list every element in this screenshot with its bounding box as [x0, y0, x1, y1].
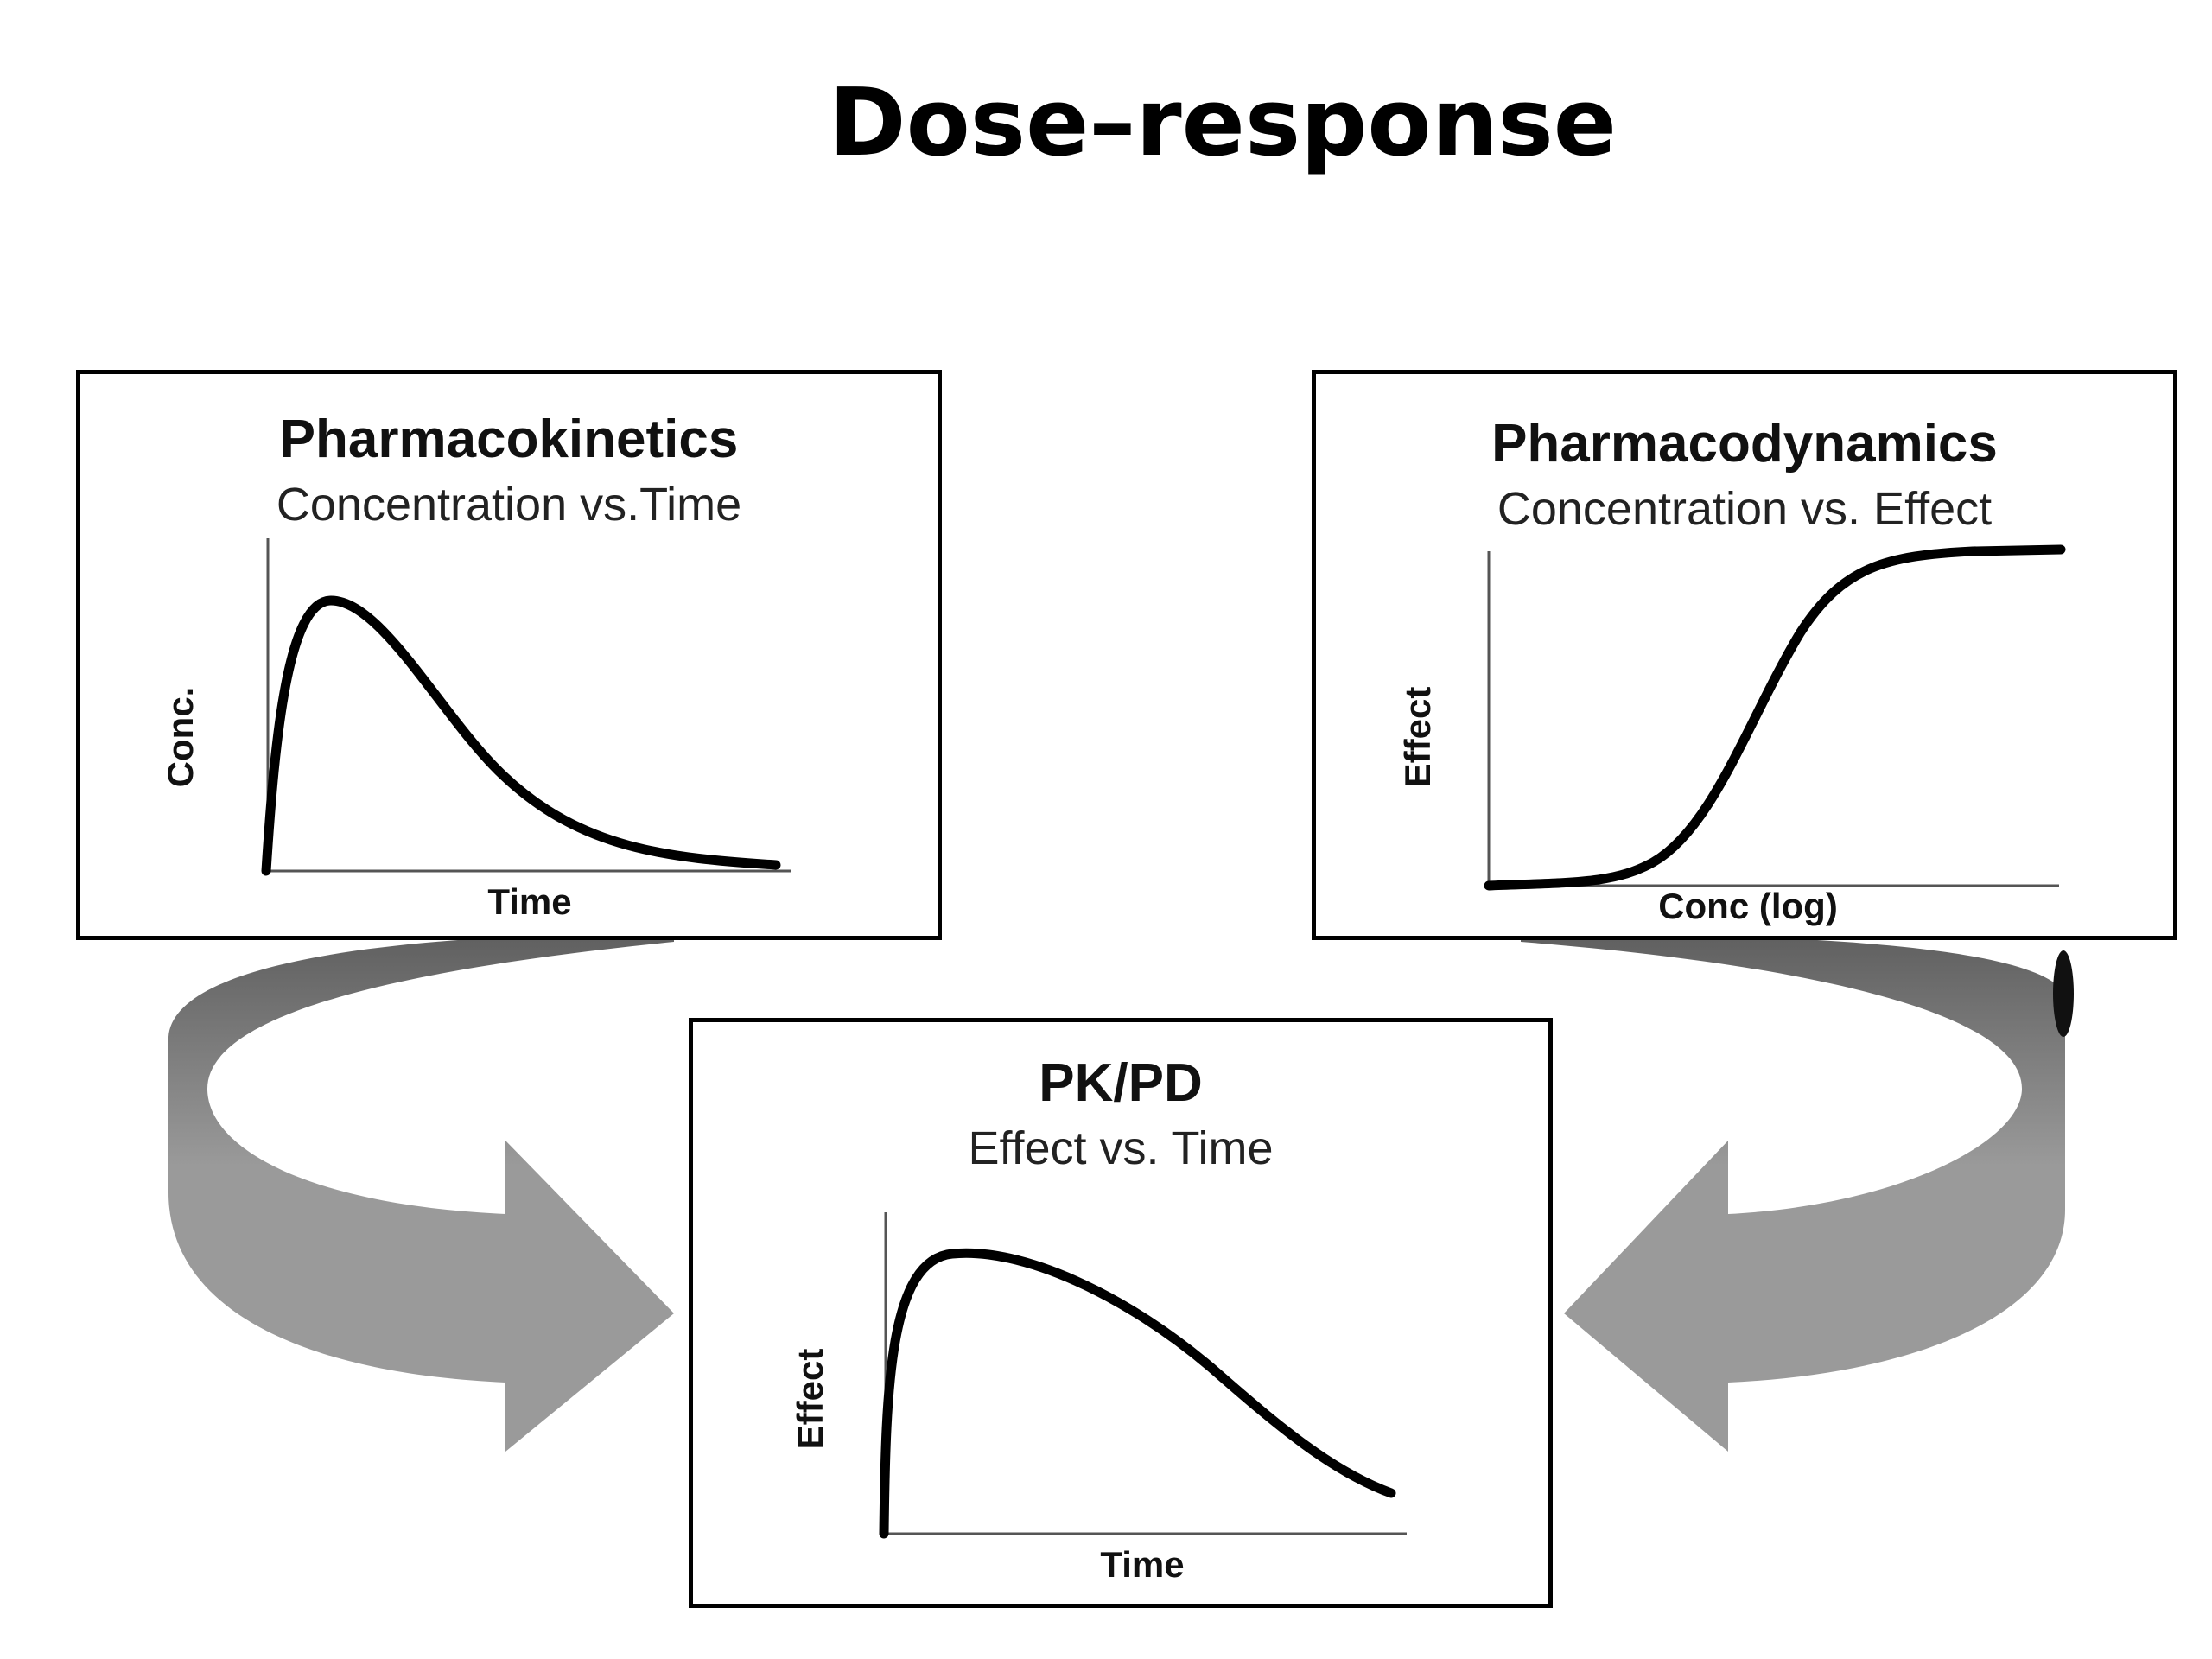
pd-title: Pharmacodynamics — [1491, 414, 1998, 474]
pkpd-subtitle: Effect vs. Time — [968, 1122, 1274, 1174]
pk-curve — [261, 595, 781, 876]
right-arrow-edge — [2053, 950, 2074, 1037]
pd-subtitle: Concentration vs. Effect — [1497, 483, 1993, 535]
pkpd-y-label: Effect — [790, 1349, 830, 1450]
panel-pkpd: PK/PD Effect vs. Time Effect Time — [689, 1018, 1553, 1608]
panel-pharmacodynamics: Pharmacodynamics Concentration vs. Effec… — [1312, 370, 2177, 940]
pk-plot: Conc. Time — [160, 538, 791, 922]
pd-x-label: Conc (log) — [1658, 886, 1838, 926]
pkpd-title: PK/PD — [1039, 1053, 1203, 1113]
left-curved-arrow — [168, 933, 674, 1452]
pk-title: Pharmacokinetics — [279, 410, 739, 469]
pd-curve — [1484, 544, 2066, 891]
pkpd-curve — [879, 1248, 1396, 1539]
pk-subtitle: Concentration vs.Time — [276, 479, 742, 531]
right-curved-arrow — [1521, 933, 2065, 1452]
panel-pharmacokinetics: Pharmacokinetics Concentration vs.Time C… — [76, 370, 942, 940]
slide-title: Dose–response — [828, 69, 1618, 177]
pd-plot: Effect Conc (log) — [1397, 544, 2066, 926]
pkpd-plot: Effect Time — [790, 1212, 1407, 1585]
pkpd-x-label: Time — [1100, 1544, 1184, 1585]
pk-x-label: Time — [487, 881, 571, 922]
pk-y-label: Conc. — [160, 687, 200, 788]
pd-y-label: Effect — [1397, 687, 1438, 788]
